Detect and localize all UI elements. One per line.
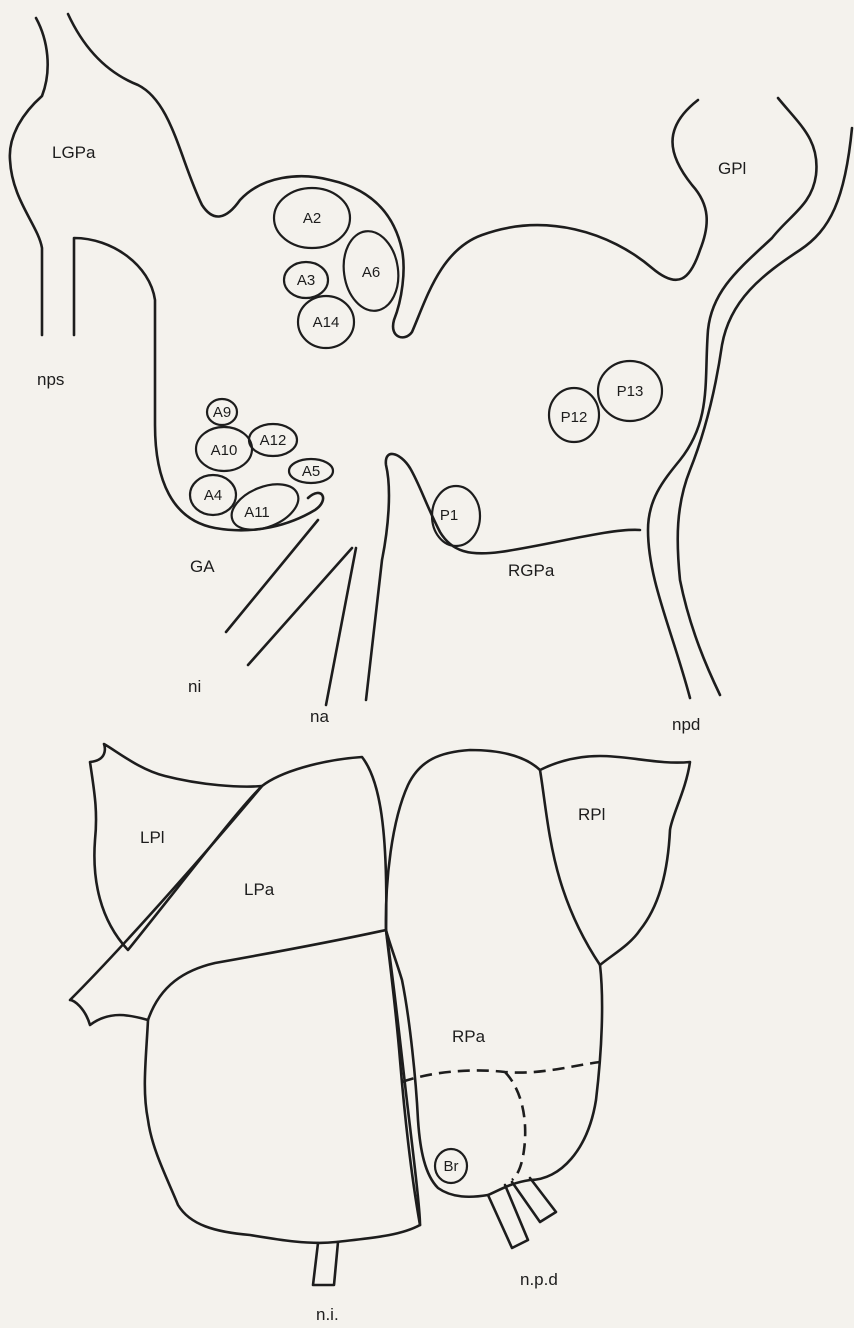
label-Br: Br bbox=[444, 1158, 459, 1175]
ni-nerve-line-a bbox=[226, 520, 318, 632]
label-nps: nps bbox=[37, 370, 64, 389]
label-A2: A2 bbox=[303, 210, 321, 227]
label-npd-bottom: n.p.d bbox=[520, 1270, 558, 1289]
nps-nerve-right-edge bbox=[74, 238, 323, 530]
label-P1: P1 bbox=[440, 507, 458, 524]
label-npd: npd bbox=[672, 715, 700, 734]
rgpa-lower-outline bbox=[366, 454, 640, 700]
lpl-lobe-outline bbox=[90, 744, 262, 950]
label-A5: A5 bbox=[302, 463, 320, 480]
dashed-boundary-curve bbox=[505, 1072, 525, 1180]
label-P12: P12 bbox=[561, 409, 588, 426]
label-RPa: RPa bbox=[452, 1027, 486, 1046]
label-GA: GA bbox=[190, 557, 215, 576]
label-A9: A9 bbox=[213, 404, 231, 421]
top-ganglia-diagram: LGPa GPl GA RGPa nps ni na npd A2 A3 A6 … bbox=[10, 14, 852, 734]
lpa-lobe-outline bbox=[70, 757, 386, 1025]
label-A10: A10 bbox=[211, 442, 238, 459]
rpl-outline bbox=[540, 756, 690, 965]
ni-nerve-stub-outline bbox=[313, 1242, 338, 1285]
label-RPl: RPl bbox=[578, 805, 605, 824]
label-LGPa: LGPa bbox=[52, 143, 96, 162]
lpa-lower-body-outline bbox=[145, 930, 420, 1243]
label-LPl: LPl bbox=[140, 828, 165, 847]
label-LPa: LPa bbox=[244, 880, 275, 899]
gpl-inner-outline bbox=[678, 128, 852, 695]
label-ni: ni bbox=[188, 677, 201, 696]
label-A11: A11 bbox=[244, 504, 270, 521]
left-ganglion-outline bbox=[10, 18, 48, 335]
label-A6: A6 bbox=[362, 264, 380, 281]
gpl-right-outline bbox=[648, 98, 817, 698]
label-A4: A4 bbox=[204, 487, 222, 504]
label-ni-bottom: n.i. bbox=[316, 1305, 339, 1324]
label-A12: A12 bbox=[260, 432, 287, 449]
label-A14: A14 bbox=[313, 314, 340, 331]
label-RGPa: RGPa bbox=[508, 561, 555, 580]
rpa-outline bbox=[386, 750, 602, 1197]
label-P13: P13 bbox=[617, 383, 644, 400]
label-na: na bbox=[310, 707, 329, 726]
label-GPl: GPl bbox=[718, 159, 746, 178]
label-A3: A3 bbox=[297, 272, 315, 289]
bottom-ganglia-diagram: LPl LPa RPl RPa Br n.i. n.p.d bbox=[70, 744, 690, 1324]
left-ganglion-top-outline bbox=[68, 14, 707, 337]
dashed-boundary-horizontal bbox=[402, 1062, 600, 1082]
